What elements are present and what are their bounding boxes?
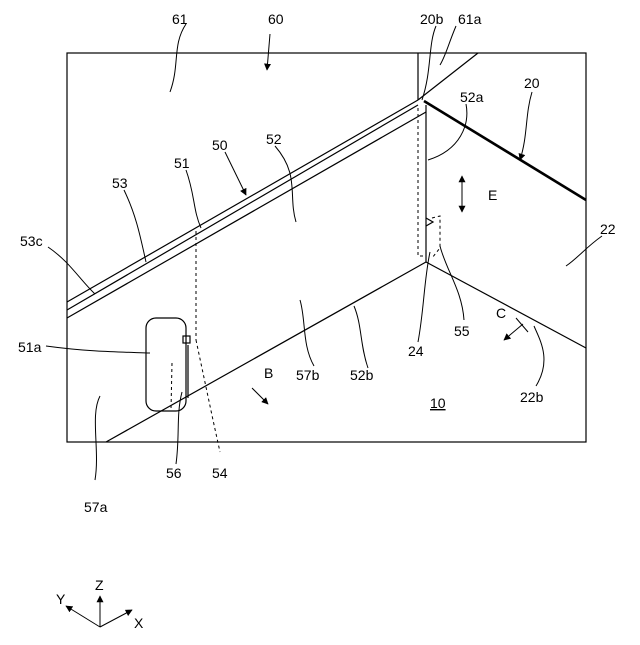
leader-57a xyxy=(95,396,100,480)
panel-edge-52b xyxy=(106,262,426,442)
lid-edge-upper xyxy=(67,100,418,302)
label-22: 22 xyxy=(600,221,616,237)
axis-label-z: Z xyxy=(95,577,104,593)
lid-edge-mid xyxy=(67,105,418,310)
label-53: 53 xyxy=(112,175,128,191)
axis-label-y: Y xyxy=(56,591,66,607)
leader-52a xyxy=(428,104,467,160)
label-50: 50 xyxy=(212,137,228,153)
label-51a: 51a xyxy=(18,339,42,355)
label-24: 24 xyxy=(408,343,424,359)
label-52b: 52b xyxy=(350,367,374,383)
leader-22 xyxy=(566,236,602,266)
hidden-line-54 xyxy=(196,340,220,452)
label-61a: 61a xyxy=(458,11,482,27)
leader-20 xyxy=(520,92,532,160)
leader-20b xyxy=(422,26,436,100)
label-10: 10 xyxy=(430,395,446,411)
leader-50 xyxy=(225,152,246,195)
leader-61 xyxy=(170,24,186,92)
leader-51a xyxy=(46,346,150,353)
hidden-line-56 xyxy=(171,363,172,410)
axis-label-x: X xyxy=(134,615,144,631)
label-E: E xyxy=(488,187,497,203)
wall-top-edge-20 xyxy=(424,101,586,200)
label-60: 60 xyxy=(268,11,284,27)
label-55: 55 xyxy=(454,323,470,339)
leader-52b xyxy=(354,306,368,368)
leader-51 xyxy=(186,170,201,228)
outer-frame xyxy=(67,53,586,442)
label-56: 56 xyxy=(166,465,182,481)
label-20b: 20b xyxy=(420,11,444,27)
label-57b: 57b xyxy=(296,367,320,383)
arrow-C xyxy=(504,324,523,340)
label-C: C xyxy=(496,305,506,321)
label-52a: 52a xyxy=(460,89,484,105)
label-20: 20 xyxy=(524,75,540,91)
arrow-C-tick xyxy=(516,318,528,332)
handle-51a xyxy=(146,318,186,411)
lid-edge-lower xyxy=(67,112,426,318)
label-52: 52 xyxy=(266,131,282,147)
leader-57b xyxy=(300,300,314,366)
arrow-B xyxy=(252,388,268,404)
label-57a: 57a xyxy=(84,499,108,515)
hidden-line-52a xyxy=(418,108,426,256)
label-61: 61 xyxy=(172,11,188,27)
label-54: 54 xyxy=(212,465,228,481)
leader-52 xyxy=(275,146,296,222)
leader-53 xyxy=(124,190,146,262)
label-B: B xyxy=(264,365,273,381)
axis-y-arrow xyxy=(66,606,100,627)
leader-53c xyxy=(48,247,95,294)
label-22b: 22b xyxy=(520,389,544,405)
leader-22b xyxy=(534,326,544,386)
label-51: 51 xyxy=(174,155,190,171)
leader-55 xyxy=(440,246,464,320)
axis-x-arrow xyxy=(100,610,132,627)
notch-24 xyxy=(426,218,433,226)
leader-60 xyxy=(267,34,270,70)
label-53c: 53c xyxy=(20,233,43,249)
leader-61a xyxy=(440,26,456,65)
